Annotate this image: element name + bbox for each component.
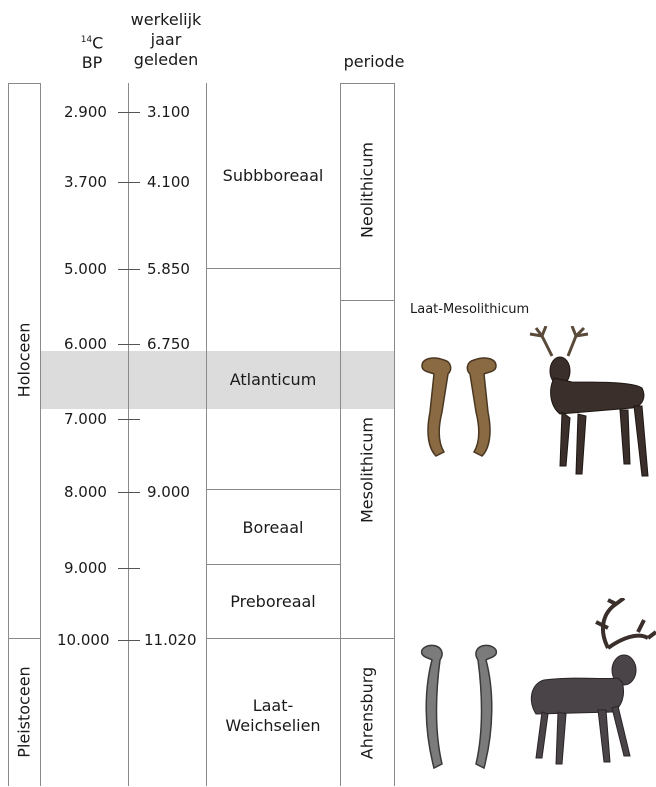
period-mesolithicum: Mesolithicum	[358, 417, 377, 523]
annotation-laat-mesolithicum: Laat-Mesolithicum	[410, 302, 529, 317]
tick	[118, 112, 140, 113]
tick	[118, 182, 140, 183]
c14-letter: C	[92, 33, 103, 52]
reindeer-antler-image	[414, 640, 504, 775]
c14-value: 3.700	[64, 173, 107, 191]
c14-value: 7.000	[64, 410, 107, 428]
col-line-1	[8, 83, 9, 786]
c14-value: 10.000	[57, 631, 110, 649]
real-year-value: 3.100	[147, 103, 190, 121]
real-year-value: 9.000	[147, 483, 190, 501]
zone-line-boreal-bottom	[206, 564, 340, 565]
col-line-2	[40, 83, 41, 786]
zone-laat-weichselien: Laat- Weichselien	[206, 696, 340, 736]
real-year-value: 11.020	[144, 631, 197, 649]
zone-atlanticum: Atlanticum	[206, 370, 340, 390]
c14-value: 6.000	[64, 335, 107, 353]
boundary-line-zone	[206, 638, 395, 639]
real-year-value: 6.750	[147, 335, 190, 353]
period-ahrensburg: Ahrensburg	[358, 667, 377, 759]
real-years-header: werkelijk jaar geleden	[118, 10, 214, 70]
period-header: periode	[334, 52, 414, 72]
col-line-4	[206, 83, 207, 786]
col-line-6	[394, 83, 395, 786]
c14-superscript: 14	[81, 35, 92, 45]
top-line-epoch	[8, 83, 41, 84]
zone-laat-weichselien-line1: Laat-	[206, 696, 340, 716]
real-years-line2: jaar	[118, 30, 214, 50]
c14-value: 8.000	[64, 483, 107, 501]
tick	[118, 419, 140, 420]
c14-value: 5.000	[64, 260, 107, 278]
boundary-line-pleistocene	[8, 638, 41, 639]
tick	[118, 568, 140, 569]
real-year-value: 4.100	[147, 173, 190, 191]
zone-preboreal: Preboreaal	[206, 592, 340, 612]
tick	[118, 269, 140, 270]
zone-subboreal: Subbboreaal	[206, 166, 340, 186]
real-years-line1: werkelijk	[118, 10, 214, 30]
zone-line-boreal-top	[206, 489, 340, 490]
tick	[118, 640, 140, 641]
c14-value: 9.000	[64, 559, 107, 577]
red-deer-image	[512, 326, 652, 481]
zone-laat-weichselien-line2: Weichselien	[206, 716, 340, 736]
tick	[118, 344, 140, 345]
zone-boreal: Boreaal	[206, 518, 340, 538]
epoch-holoceen: Holoceen	[15, 323, 34, 398]
red-deer-antler-image	[414, 352, 504, 462]
epoch-pleistoceen: Pleistoceen	[15, 666, 34, 757]
top-line-period	[340, 83, 395, 84]
real-years-line3: geleden	[118, 50, 214, 70]
real-year-value: 5.850	[147, 260, 190, 278]
col-line-5	[340, 83, 341, 786]
c14-bp: BP	[60, 53, 124, 73]
reindeer-image	[512, 598, 656, 768]
zone-line-subboreal-bottom	[206, 268, 340, 269]
col-line-3	[128, 83, 129, 786]
period-line-neo-meso	[340, 300, 395, 301]
period-neolithicum: Neolithicum	[358, 142, 377, 238]
c14-value: 2.900	[64, 103, 107, 121]
tick	[118, 492, 140, 493]
c14-header: 14C BP	[60, 30, 124, 73]
